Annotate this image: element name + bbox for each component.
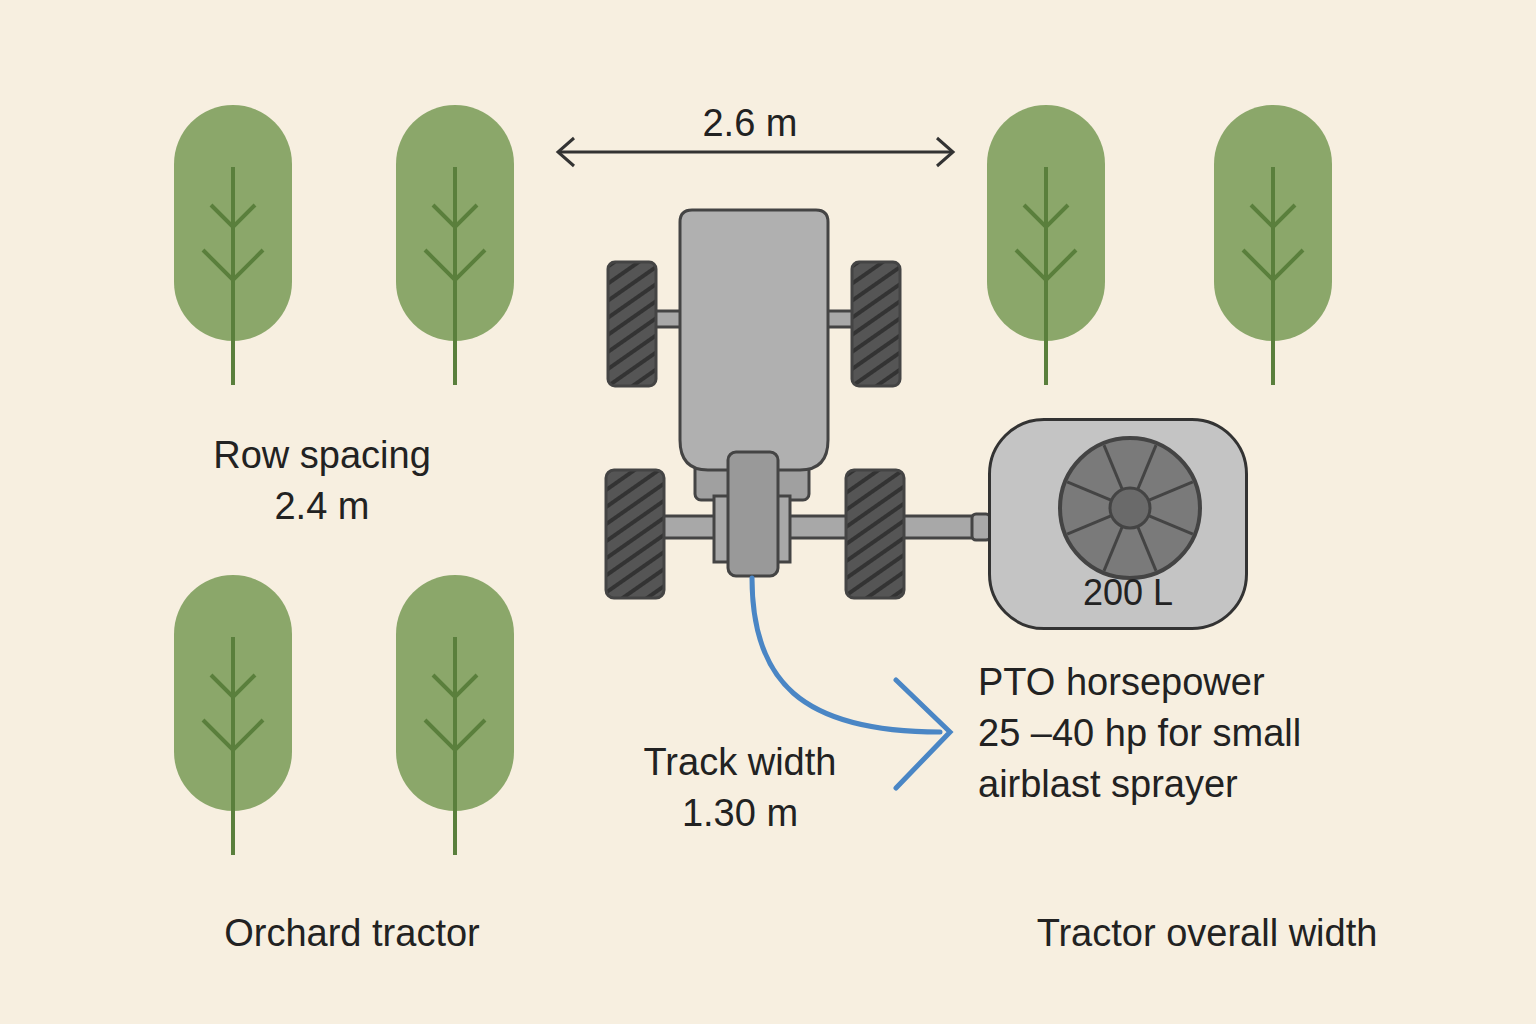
- diagram-label: Track width 1.30 m: [625, 737, 855, 839]
- diagram-label: 2.6 m: [650, 98, 850, 149]
- diagram-label: PTO horsepower 25 –40 hp for small airbl…: [978, 657, 1316, 810]
- tree: [396, 105, 514, 385]
- sprayer-tank: 200 L: [988, 418, 1248, 630]
- diagram-label: Tractor overall width: [977, 908, 1437, 959]
- tree: [396, 575, 514, 855]
- diagram-label: Row spacing 2.4 m: [197, 430, 447, 532]
- tree: [174, 575, 292, 855]
- tractor: [606, 210, 990, 598]
- tree: [1214, 105, 1332, 385]
- diagram-label: Orchard tractor: [152, 908, 552, 959]
- tree: [987, 105, 1105, 385]
- tree: [174, 105, 292, 385]
- capacity-label: 200 L: [1083, 573, 1173, 613]
